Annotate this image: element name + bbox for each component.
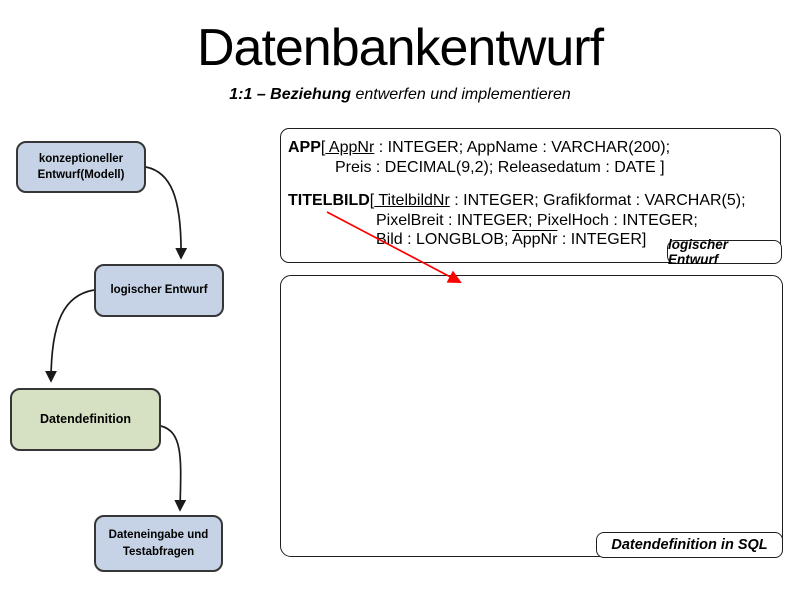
bracket: [ [320, 139, 326, 156]
foreign-key-appnr: AppNr [512, 231, 558, 248]
node-label-line: konzeptioneller [38, 152, 124, 165]
flow-node-dateneingabe-testabfragen: Dateneingabe und Testabfragen [94, 515, 223, 572]
node-label-line: Dateneingabe und [108, 529, 209, 542]
slide-subtitle: 1:1 – Beziehung entwerfen und implementi… [0, 86, 800, 104]
page-title: Datenbankentwurf [196, 19, 604, 77]
schema-gap [288, 177, 774, 191]
schema-app-line1: APP[ AppNr : INTEGER; AppName : VARCHAR(… [288, 138, 774, 158]
subtitle-rest-text: entwerfen und implementieren [351, 86, 571, 103]
node-label-line: Testabfragen [122, 545, 195, 558]
node-label-line: Datendefinition [40, 411, 131, 426]
relation-name-app: APP [288, 139, 321, 156]
flow-node-konzeptioneller-entwurf: konzeptioneller Entwurf(Modell) [16, 141, 146, 193]
schema-text: Bild : LONGBLOB; [376, 231, 513, 248]
connector-node1-node2 [145, 166, 188, 260]
schema-text: : INTEGER; Grafikformat : VARCHAR(5); [449, 192, 746, 209]
panel-label-datendefinition-in-sql: Datendefinition in SQL [596, 532, 783, 558]
subtitle-relation-text: 1:1 – Beziehung [229, 86, 352, 103]
schema-text: : INTEGER; AppName : VARCHAR(200); [374, 139, 671, 156]
connector-node2-node3 [45, 289, 95, 383]
panel-label-logischer-entwurf: logischer Entwurf [667, 237, 782, 267]
node-label-line: logischer Entwurf [110, 284, 208, 297]
flow-node-datendefinition: Datendefinition [10, 388, 161, 451]
schema-titelbild-line2: PixelBreit : INTEGER; PixelHoch : INTEGE… [376, 211, 698, 229]
relation-name-titelbild: TITELBILD [288, 192, 370, 209]
sql-definition-panel [280, 275, 783, 557]
primary-key-appnr: AppNr [325, 139, 375, 156]
node-label-line: Entwurf(Modell) [37, 169, 125, 181]
schema-text: : INTEGER] [557, 231, 647, 248]
connector-node3-node4 [160, 425, 187, 512]
flow-node-logischer-entwurf: logischer Entwurf [94, 264, 224, 317]
bracket: [ [369, 192, 375, 209]
primary-key-titelbildnr: TitelbildNr [374, 192, 450, 209]
schema-titelbild-line1: TITELBILD[ TitelbildNr : INTEGER; Grafik… [288, 191, 774, 211]
schema-app-line2: Preis : DECIMAL(9,2); Releasedatum : DAT… [335, 158, 665, 176]
